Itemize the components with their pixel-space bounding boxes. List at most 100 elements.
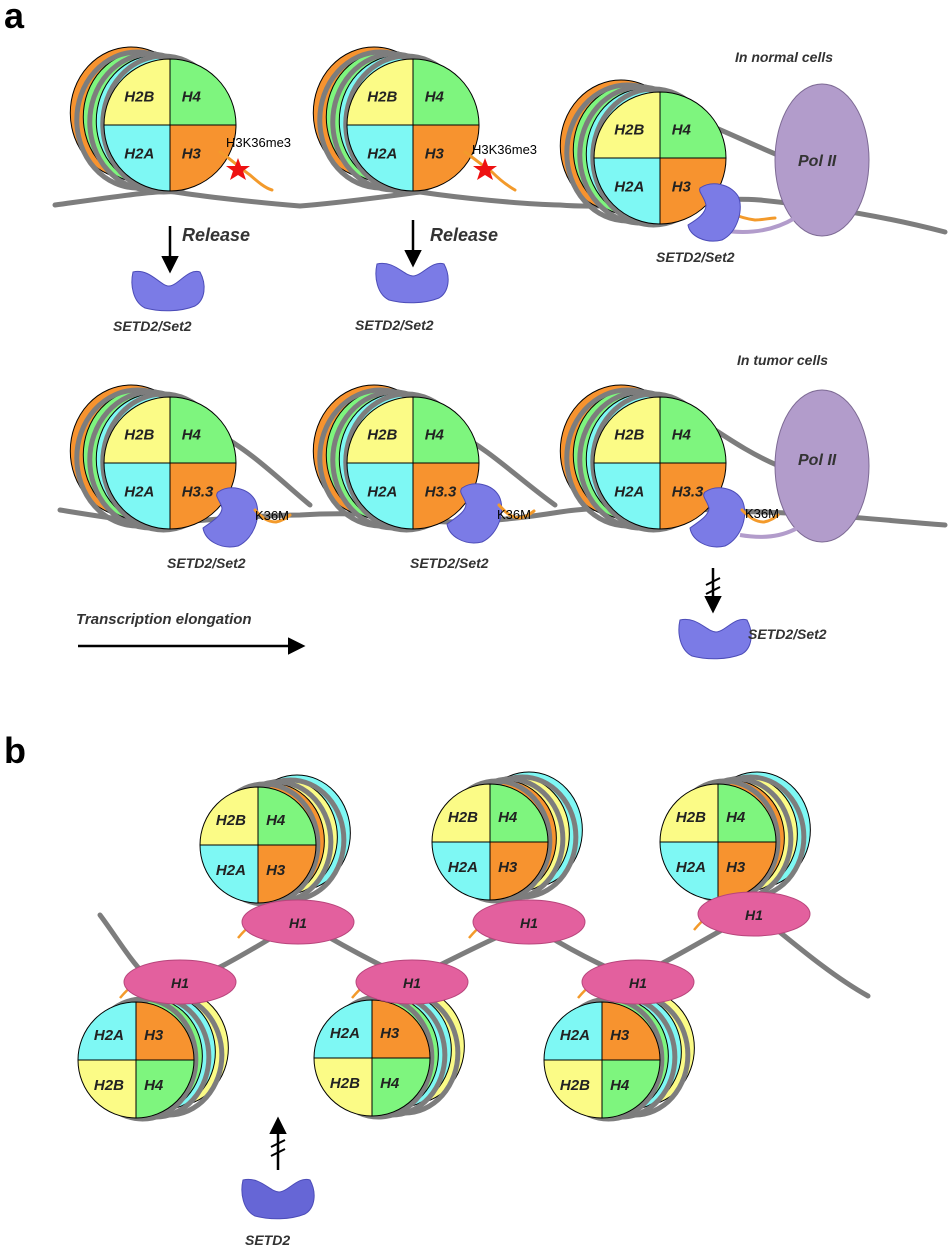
histone-tail xyxy=(253,508,292,524)
histone-label: H4 xyxy=(380,1075,400,1092)
h1-linker-histone: H1 xyxy=(468,899,586,945)
pol-ii-tether xyxy=(739,518,812,539)
methyl-star-icon xyxy=(473,158,497,180)
pol-ii-icon xyxy=(774,389,870,543)
mutation-label: K36M xyxy=(497,507,531,522)
h1-linker-histone: H1 xyxy=(693,891,811,937)
release-label: Release xyxy=(430,225,498,245)
enzyme-label: SETD2/Set2 xyxy=(656,249,735,265)
histone-label: H3 xyxy=(380,1025,400,1042)
histone-label: H4 xyxy=(182,426,202,443)
histone-label: H2A xyxy=(614,484,644,501)
pol-ii-label: Pol II xyxy=(798,153,837,170)
histone-label: H2A xyxy=(367,146,397,163)
block-mark xyxy=(270,1139,286,1157)
h1-label: H1 xyxy=(171,975,189,991)
enzyme-label: SETD2/Set2 xyxy=(113,318,192,334)
h1-label: H1 xyxy=(403,975,421,991)
histone-label: H2A xyxy=(216,862,246,879)
histone-label: H3.3 xyxy=(672,484,704,501)
histone-label: H4 xyxy=(610,1077,630,1094)
histone-label: H2A xyxy=(124,146,154,163)
histone-label: H4 xyxy=(726,809,746,826)
histone-label: H4 xyxy=(498,809,518,826)
setd2-enzyme-icon xyxy=(678,618,752,660)
histone-label: H4 xyxy=(672,426,692,443)
histone-tail xyxy=(463,150,517,192)
histone-label: H2A xyxy=(448,859,478,876)
histone-label: H4 xyxy=(425,88,445,105)
histone-label: H2B xyxy=(124,426,154,443)
dna-strand xyxy=(97,912,148,978)
tumor-cells-label: In tumor cells xyxy=(737,352,828,368)
histone-label: H2A xyxy=(367,484,397,501)
histone-label: H2A xyxy=(330,1025,360,1042)
histone-label: H2B xyxy=(676,809,706,826)
histone-label: H3 xyxy=(610,1027,630,1044)
h1-linker-histone: H1 xyxy=(237,899,355,945)
setd2-enzyme-icon xyxy=(375,262,449,304)
setd2-enzyme-icon xyxy=(687,183,741,242)
enzyme-label: SETD2/Set2 xyxy=(748,626,827,642)
histone-label: H3.3 xyxy=(182,484,214,501)
histone-label: H4 xyxy=(144,1077,164,1094)
elongation-label: Transcription elongation xyxy=(76,611,252,628)
setd2-enzyme-icon xyxy=(689,487,746,548)
enzyme-label: SETD2/Set2 xyxy=(355,317,434,333)
h1-linker-histone: H1 xyxy=(351,959,469,1005)
enzyme-label: SETD2/Set2 xyxy=(167,555,246,571)
histone-label: H4 xyxy=(182,88,202,105)
histone-label: H3 xyxy=(726,859,746,876)
setd2-enzyme-icon xyxy=(241,1178,315,1220)
histone-label: H3.3 xyxy=(425,484,457,501)
setd2-enzyme-icon xyxy=(131,270,205,312)
methyl-star-icon xyxy=(226,158,250,180)
h1-label: H1 xyxy=(289,915,307,931)
histone-label: H4 xyxy=(672,121,692,138)
pol-ii-icon xyxy=(774,83,870,237)
pol-ii-label: Pol II xyxy=(798,452,837,469)
histone-tail xyxy=(740,508,780,524)
histone-tail xyxy=(497,503,536,520)
histone-label: H2B xyxy=(330,1075,360,1092)
histone-label: H2A xyxy=(560,1027,590,1044)
h1-label: H1 xyxy=(745,907,763,923)
setd2-enzyme-icon xyxy=(202,487,259,548)
enzyme-label: SETD2/Set2 xyxy=(410,555,489,571)
h1-label: H1 xyxy=(520,915,538,931)
enzyme-short-label: SETD2 xyxy=(245,1232,290,1248)
histone-label: H2B xyxy=(124,88,154,105)
histone-label: H2A xyxy=(94,1027,124,1044)
histone-label: H2B xyxy=(614,121,644,138)
histone-label: H2B xyxy=(367,426,397,443)
h1-label: H1 xyxy=(629,975,647,991)
h1-linker-histone: H1 xyxy=(119,959,237,1005)
h1-linker-histone: H1 xyxy=(577,959,695,1005)
histone-label: H4 xyxy=(266,812,286,829)
mutation-label: K36M xyxy=(745,506,779,521)
panel-b-letter: b xyxy=(4,730,26,771)
panel-a-letter: a xyxy=(4,0,25,36)
block-mark xyxy=(705,577,721,595)
histone-label: H3 xyxy=(266,862,286,879)
histone-label: H2B xyxy=(367,88,397,105)
histone-label: H2B xyxy=(448,809,478,826)
methyl-mark-label: H3K36me3 xyxy=(226,135,291,150)
histone-label: H2A xyxy=(124,484,154,501)
histone-label: H4 xyxy=(425,426,445,443)
histone-label: H3 xyxy=(182,146,202,163)
histone-label: H2B xyxy=(216,812,246,829)
